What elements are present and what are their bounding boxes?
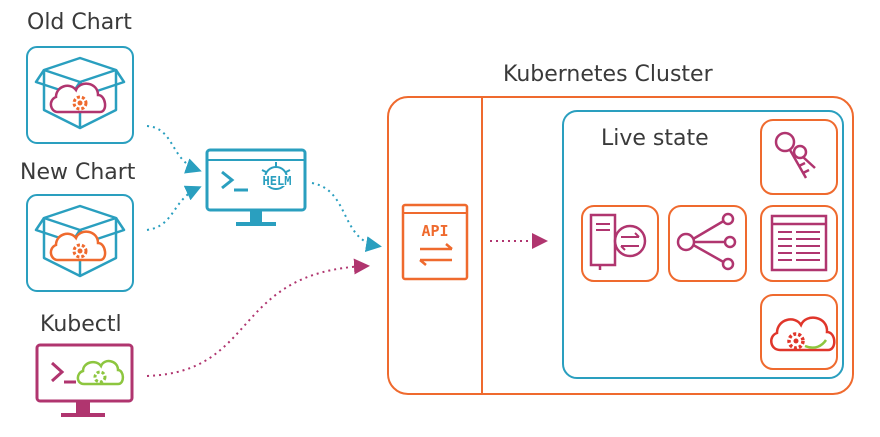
keys-tile [760, 119, 838, 195]
cloud-gear-tile [760, 294, 838, 370]
config-table-tile [760, 205, 838, 282]
new-chart-label: New Chart [20, 160, 136, 185]
helm-label: HELM [263, 174, 292, 188]
kubectl-terminal-icon [35, 343, 134, 417]
live-state-box [562, 110, 844, 379]
cloud-gear-icon [49, 82, 107, 114]
api-window-icon: API [401, 203, 469, 281]
api-label: API [421, 222, 448, 240]
kubernetes-cluster-box [387, 96, 854, 395]
old-chart-label: Old Chart [27, 10, 132, 35]
helm-terminal-icon: HELM [205, 148, 307, 226]
config-table-icon [770, 214, 828, 272]
cluster-label: Kubernetes Cluster [503, 62, 713, 87]
cloud-gear-icon [770, 316, 836, 352]
live-state-label: Live state [601, 126, 709, 151]
share-nodes-icon [676, 212, 737, 271]
old-chart-to-helm-arrow [146, 125, 202, 174]
old-chart-box [26, 46, 134, 144]
keys-icon [774, 131, 816, 179]
kubectl-label: Kubectl [40, 312, 122, 337]
server-exchange-tile [581, 205, 659, 282]
new-chart-to-helm-arrow [146, 185, 202, 231]
share-nodes-tile [668, 205, 747, 282]
new-chart-box [26, 194, 134, 292]
cloud-gear-icon [49, 230, 107, 262]
kubectl-to-api-arrow [146, 258, 370, 377]
helm-to-api-arrow [311, 182, 382, 253]
server-exchange-icon [589, 213, 647, 270]
